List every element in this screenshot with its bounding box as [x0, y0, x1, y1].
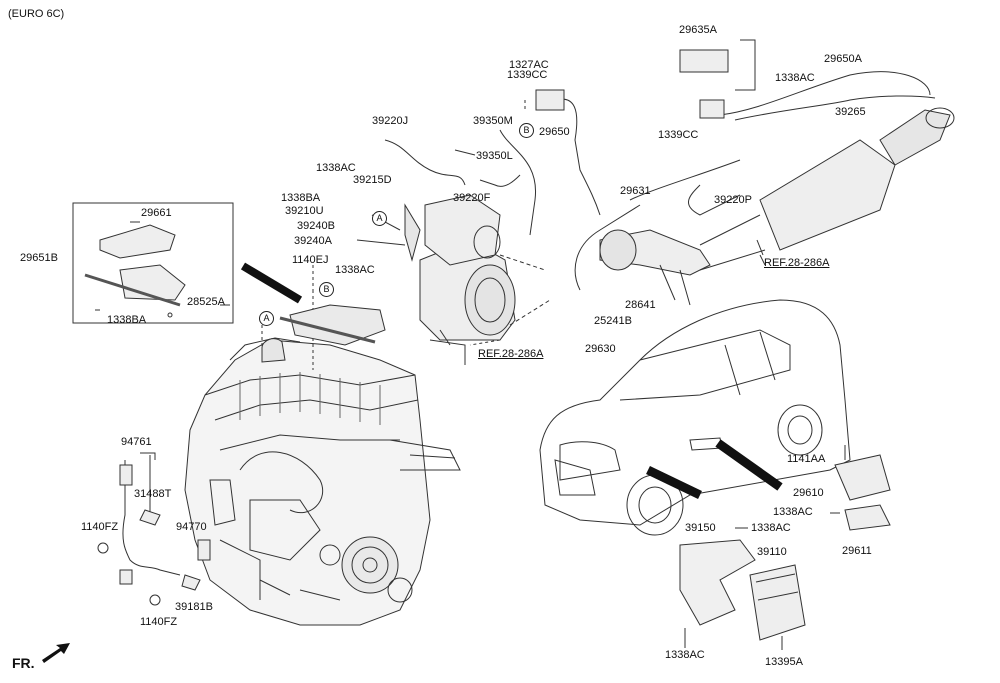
part-1338ba-top-label[interactable]: 1338BA	[281, 192, 321, 204]
exhaust-pipe	[599, 107, 955, 306]
part-1327ac-label[interactable]: 1327AC	[509, 59, 549, 71]
part-29631-label[interactable]: 29631	[620, 185, 651, 197]
part-39220j-label[interactable]: 39220J	[372, 115, 409, 127]
part-39240a-label[interactable]: 39240A	[294, 235, 332, 247]
part-29610-label[interactable]: 29610	[793, 487, 824, 499]
part-39350l-label[interactable]: 39350L	[476, 150, 513, 162]
part-39215d-label[interactable]: 39215D	[353, 174, 392, 186]
part-1338ac-label[interactable]: 1338AC	[775, 72, 815, 84]
part-28525a-label[interactable]: 28525A	[187, 296, 225, 308]
ref-28-286a-mid-link[interactable]: REF.28-286A	[478, 348, 544, 360]
part-1338ac-ecu-label[interactable]: 1338AC	[773, 506, 813, 518]
part-1338ac-bl-label[interactable]: 1338AC	[665, 649, 705, 661]
part-39240b-label[interactable]: 39240B	[297, 220, 335, 232]
part-29661-label[interactable]: 29661	[141, 207, 172, 219]
part-1339cc-mid-label[interactable]: 1339CC	[658, 129, 699, 141]
callout-a-lower: A	[259, 311, 274, 326]
part-39265-label[interactable]: 39265	[835, 106, 866, 118]
part-1338ac-b-label[interactable]: 1338AC	[335, 264, 375, 276]
ref-28-286a-right-link[interactable]: REF.28-286A	[764, 257, 830, 269]
part-29650-label[interactable]: 29650	[539, 126, 570, 138]
part-29635a-label[interactable]: 29635A	[679, 24, 717, 36]
part-28641-label[interactable]: 28641	[625, 299, 656, 311]
callout-b-top: B	[519, 123, 534, 138]
part-39220p-label[interactable]: 39220P	[714, 194, 752, 206]
callout-a-upper: A	[372, 211, 387, 226]
part-39220f-label[interactable]: 39220F	[453, 192, 491, 204]
part-94761-label[interactable]: 94761	[121, 436, 152, 448]
part-39210u-label[interactable]: 39210U	[285, 205, 324, 217]
part-39181b-label[interactable]: 39181B	[175, 601, 213, 613]
part-1338ac-br-label[interactable]: 1338AC	[751, 522, 791, 534]
part-13395a-label[interactable]: 13395A	[765, 656, 803, 668]
part-25241b-label[interactable]: 25241B	[594, 315, 632, 327]
part-94770-label[interactable]: 94770	[176, 521, 207, 533]
part-1140ej-label[interactable]: 1140EJ	[292, 254, 329, 266]
part-1140fz-bot-label[interactable]: 1140FZ	[140, 616, 178, 628]
cover-gasket-box	[72, 202, 234, 324]
front-direction-label: FR.	[12, 655, 35, 671]
part-39150-label[interactable]: 39150	[685, 522, 716, 534]
part-1338ac-mid-label[interactable]: 1338AC	[316, 162, 356, 174]
part-29630-label[interactable]: 29630	[585, 343, 616, 355]
dpf-assembly	[356, 194, 551, 365]
part-1339cc-label[interactable]: 1339CC	[507, 69, 548, 81]
part-1338ba-bot-label[interactable]: 1338BA	[107, 314, 147, 326]
part-29611-label[interactable]: 29611	[842, 545, 872, 557]
part-31488t-label[interactable]: 31488T	[134, 488, 172, 500]
part-1140fz-top-label[interactable]: 1140FZ	[81, 521, 119, 533]
part-29650a-label[interactable]: 29650A	[824, 53, 862, 65]
part-39110-label[interactable]: 39110	[757, 546, 787, 558]
callout-b-left: B	[319, 282, 334, 297]
part-29651b-label[interactable]: 29651B	[20, 252, 58, 264]
engine-block-illustration	[184, 337, 461, 626]
ecu-components	[679, 454, 891, 641]
part-1141aa-label[interactable]: 1141AA	[787, 453, 826, 465]
vehicle-illustration	[539, 299, 851, 536]
part-39350m-label[interactable]: 39350M	[473, 115, 513, 127]
variant-label: (EURO 6C)	[8, 8, 65, 20]
